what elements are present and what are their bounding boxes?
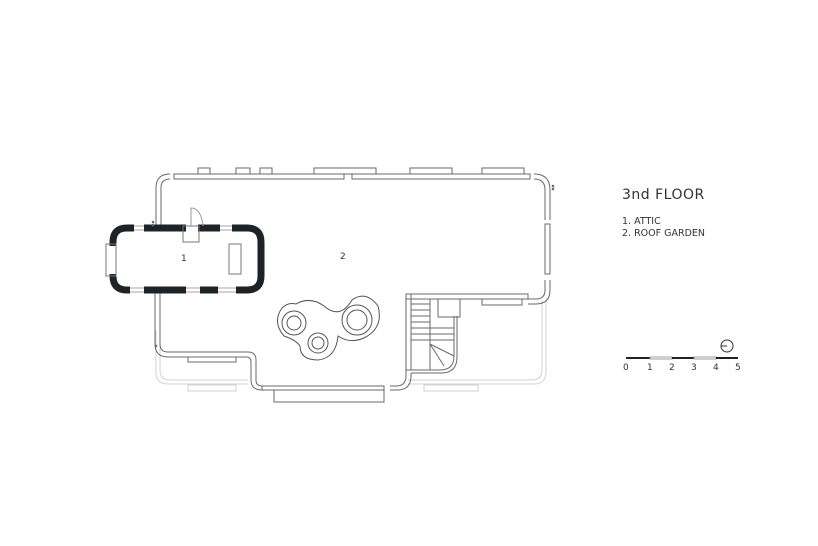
scale-tick-4: 4 (713, 363, 719, 373)
lower-floor-outline (155, 300, 547, 392)
scale-bar (626, 356, 738, 360)
legend-item-attic: 1. ATTIC (622, 216, 661, 227)
scale-tick-0: 0 (623, 363, 629, 373)
legend: 3nd FLOOR 1. ATTIC 2. ROOF GARDEN (622, 187, 705, 240)
scale-tick-3: 3 (691, 363, 697, 373)
scale-tick-1: 1 (647, 363, 653, 373)
legend-item-roof-garden: 2. ROOF GARDEN (622, 228, 706, 239)
scale-tick-5: 5 (735, 363, 741, 373)
north-arrow-icon (720, 339, 734, 353)
attic-room (105, 207, 265, 294)
top-windows (197, 167, 525, 175)
room-label-attic: 1 (181, 254, 187, 264)
room-label-roof-garden: 2 (340, 252, 346, 262)
scale-tick-2: 2 (669, 363, 675, 373)
staircase (390, 294, 458, 391)
pond (277, 295, 380, 361)
floor-title: 3nd FLOOR (622, 187, 705, 203)
